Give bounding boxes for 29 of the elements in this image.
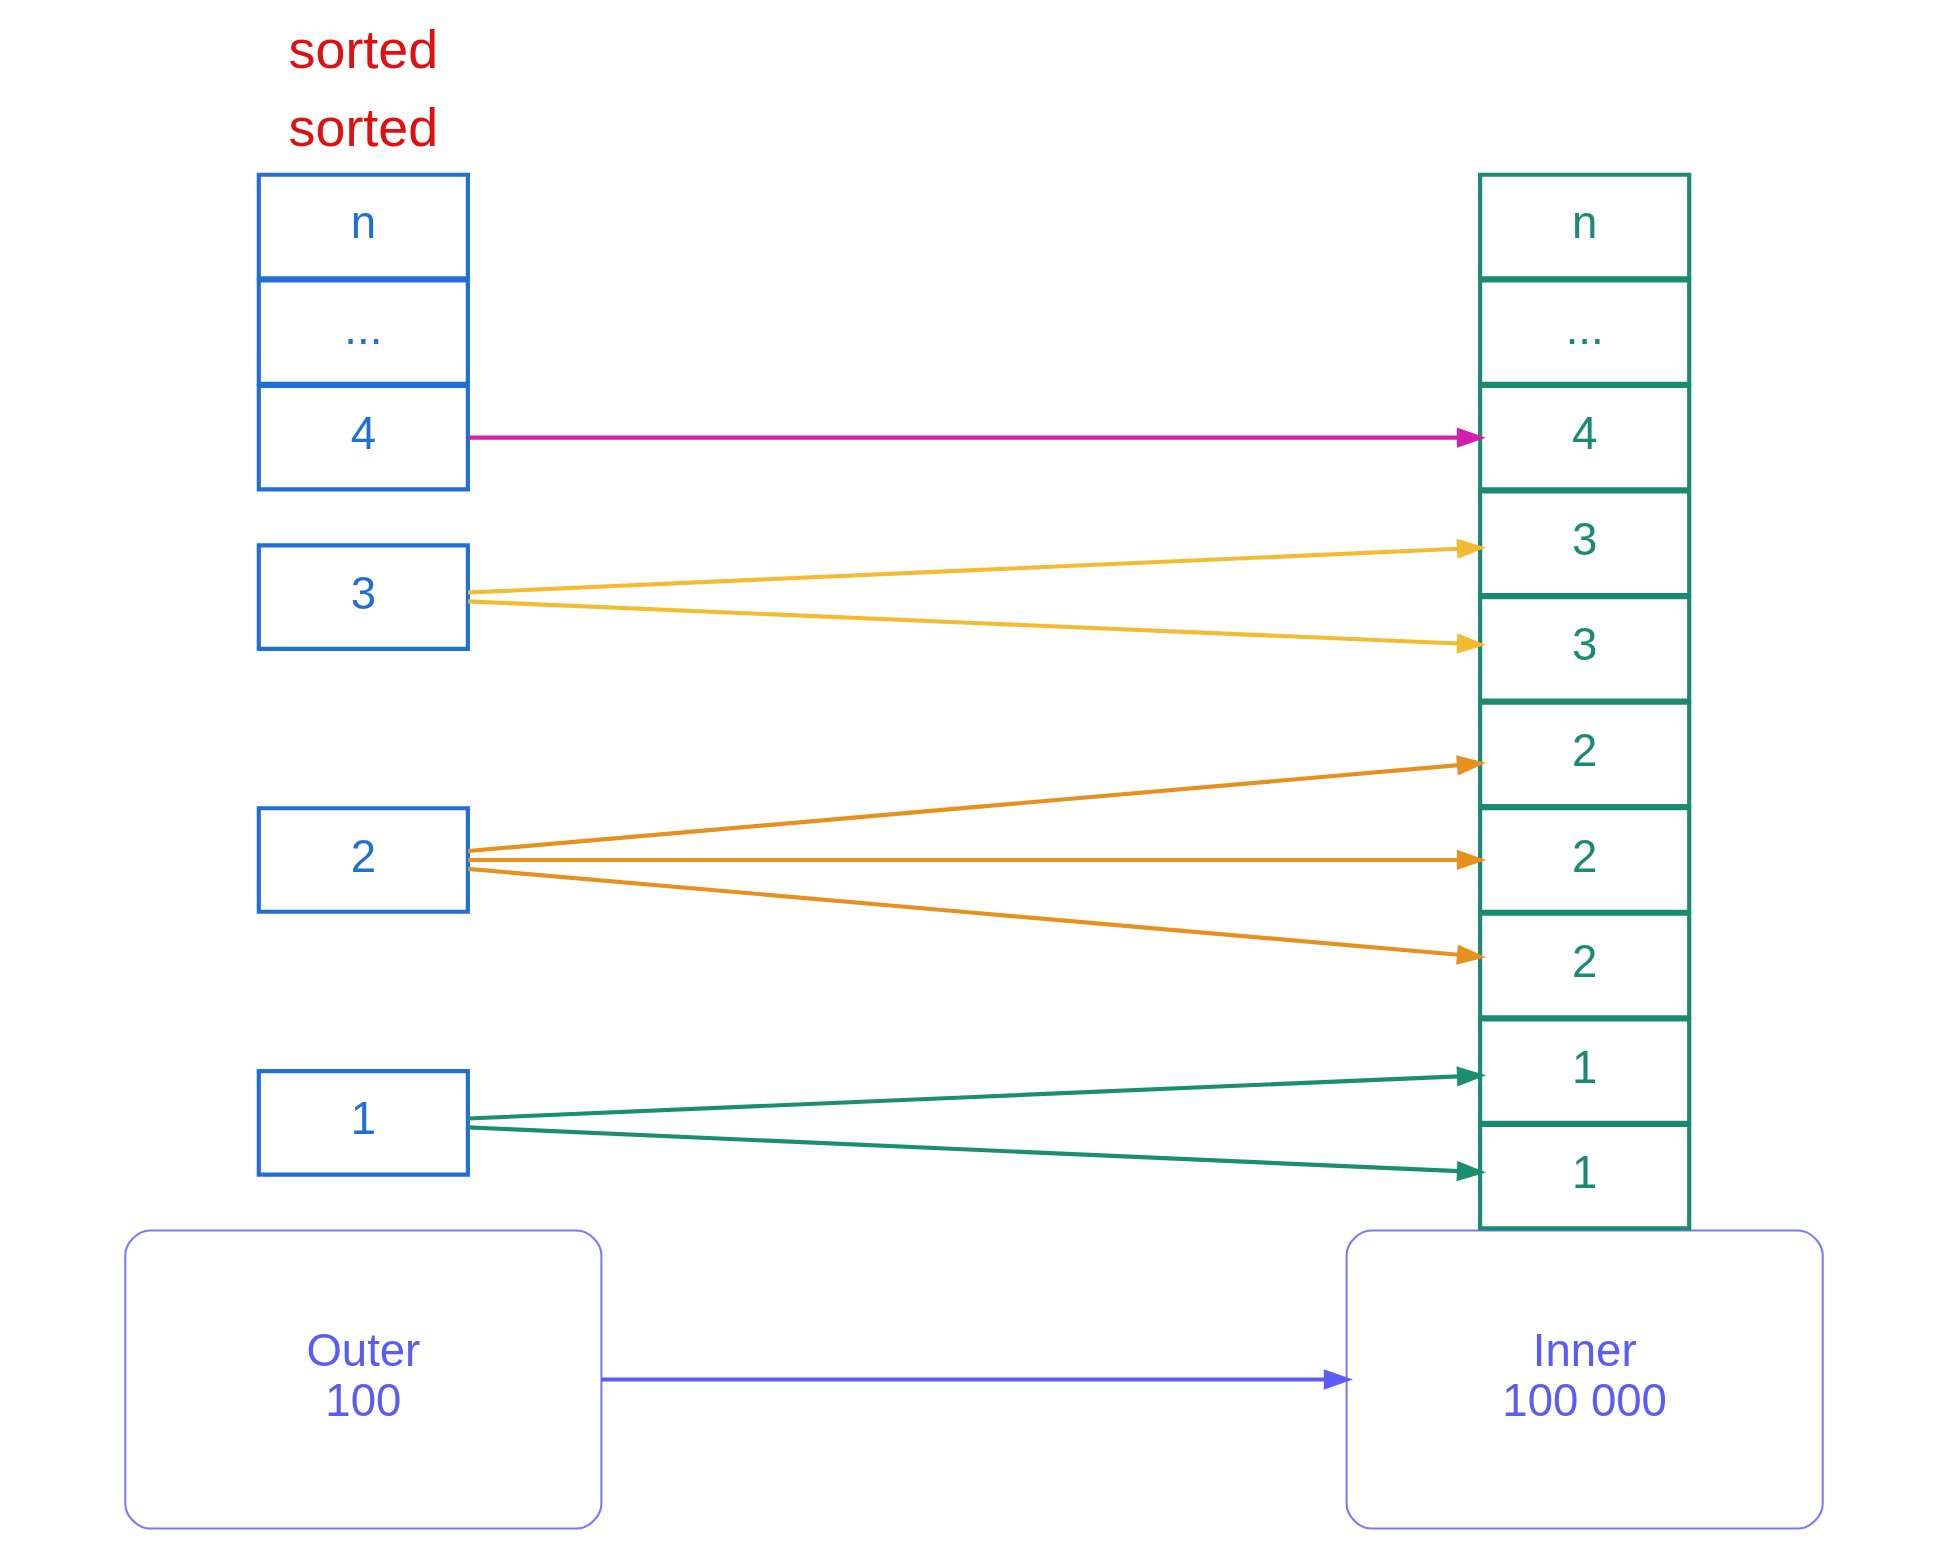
node-box: 1 <box>256 1069 470 1177</box>
node-box: n <box>256 172 470 281</box>
label: sorted <box>288 18 438 79</box>
node-box: 2 <box>256 806 470 914</box>
node-box: 3 <box>1477 595 1691 703</box>
arrow <box>467 599 1486 654</box>
node-box: 4 <box>256 383 470 492</box>
node-box: Outer 100 <box>123 1229 602 1530</box>
node-box: 4 <box>1477 383 1691 492</box>
node-box: ... <box>1477 278 1691 386</box>
label: sorted <box>288 97 438 158</box>
node-box: 1 <box>1477 1017 1691 1125</box>
node-box: 2 <box>1477 911 1691 1020</box>
arrow <box>467 538 1486 595</box>
node-box: 2 <box>1477 806 1691 914</box>
arrow <box>467 849 1486 871</box>
arrow <box>467 866 1486 965</box>
node-box: 3 <box>1477 489 1691 598</box>
node-box: ... <box>256 278 470 386</box>
arrow <box>601 1369 1353 1390</box>
arrow <box>467 1125 1486 1182</box>
arrow <box>467 1066 1486 1121</box>
arrow <box>467 755 1486 854</box>
node-box: n <box>1477 172 1691 281</box>
node-box: Inner 100 000 <box>1345 1229 1824 1530</box>
node-box: 3 <box>256 543 470 651</box>
node-box: 1 <box>1477 1122 1691 1231</box>
arrow <box>467 427 1486 448</box>
node-box: 2 <box>1477 700 1691 809</box>
